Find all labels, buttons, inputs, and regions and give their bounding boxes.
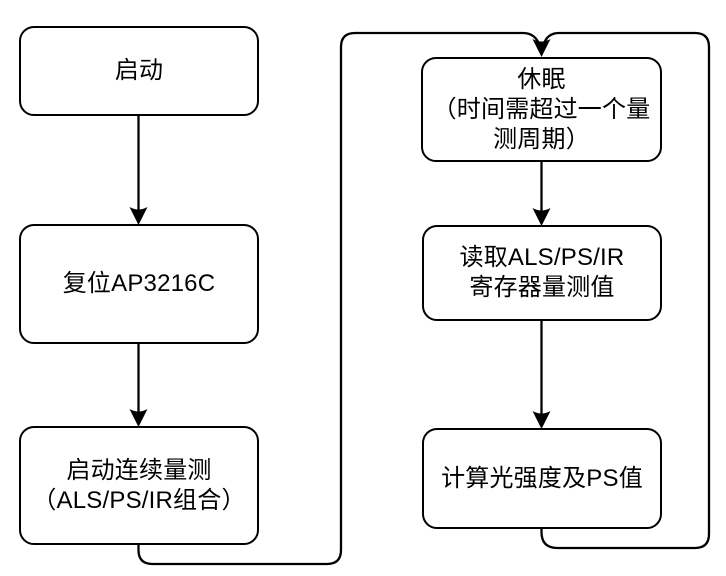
flow-node-start-continuous-measure-label: 启动连续量测 （ALS/PS/IR组合）	[32, 456, 246, 514]
flow-node-calc-light-ps: 计算光强度及PS值	[422, 428, 662, 529]
edge-read-to-calc-arrowhead-icon	[532, 411, 551, 429]
edge-start-to-reset-arrowhead-icon	[129, 207, 148, 225]
edge-into-sleep-arrowhead-icon	[532, 39, 551, 57]
edge-sleep-to-read-arrowhead-icon	[532, 208, 551, 226]
flow-node-calc-light-ps-label: 计算光强度及PS值	[441, 464, 643, 492]
flow-node-start: 启动	[19, 26, 259, 116]
flow-node-sleep: 休眠 （时间需超过一个量 测周期）	[421, 57, 662, 162]
flow-node-read-registers: 读取ALS/PS/IR 寄存器量测值	[422, 225, 662, 321]
flow-node-start-continuous-measure: 启动连续量测 （ALS/PS/IR组合）	[19, 426, 259, 545]
flow-node-sleep-label: 休眠 （时间需超过一个量 测周期）	[432, 65, 651, 153]
edge-calc-to-sleep-loop-line	[540, 31, 711, 550]
edge-measure-to-sleep-line	[137, 31, 541, 566]
flow-node-reset-ap3216c-label: 复位AP3216C	[62, 270, 216, 297]
edge-reset-to-measure-arrowhead-icon	[129, 409, 148, 427]
flow-node-start-label: 启动	[114, 57, 164, 84]
flow-node-reset-ap3216c: 复位AP3216C	[19, 224, 259, 344]
flow-node-read-registers-label: 读取ALS/PS/IR 寄存器量测值	[459, 244, 625, 301]
